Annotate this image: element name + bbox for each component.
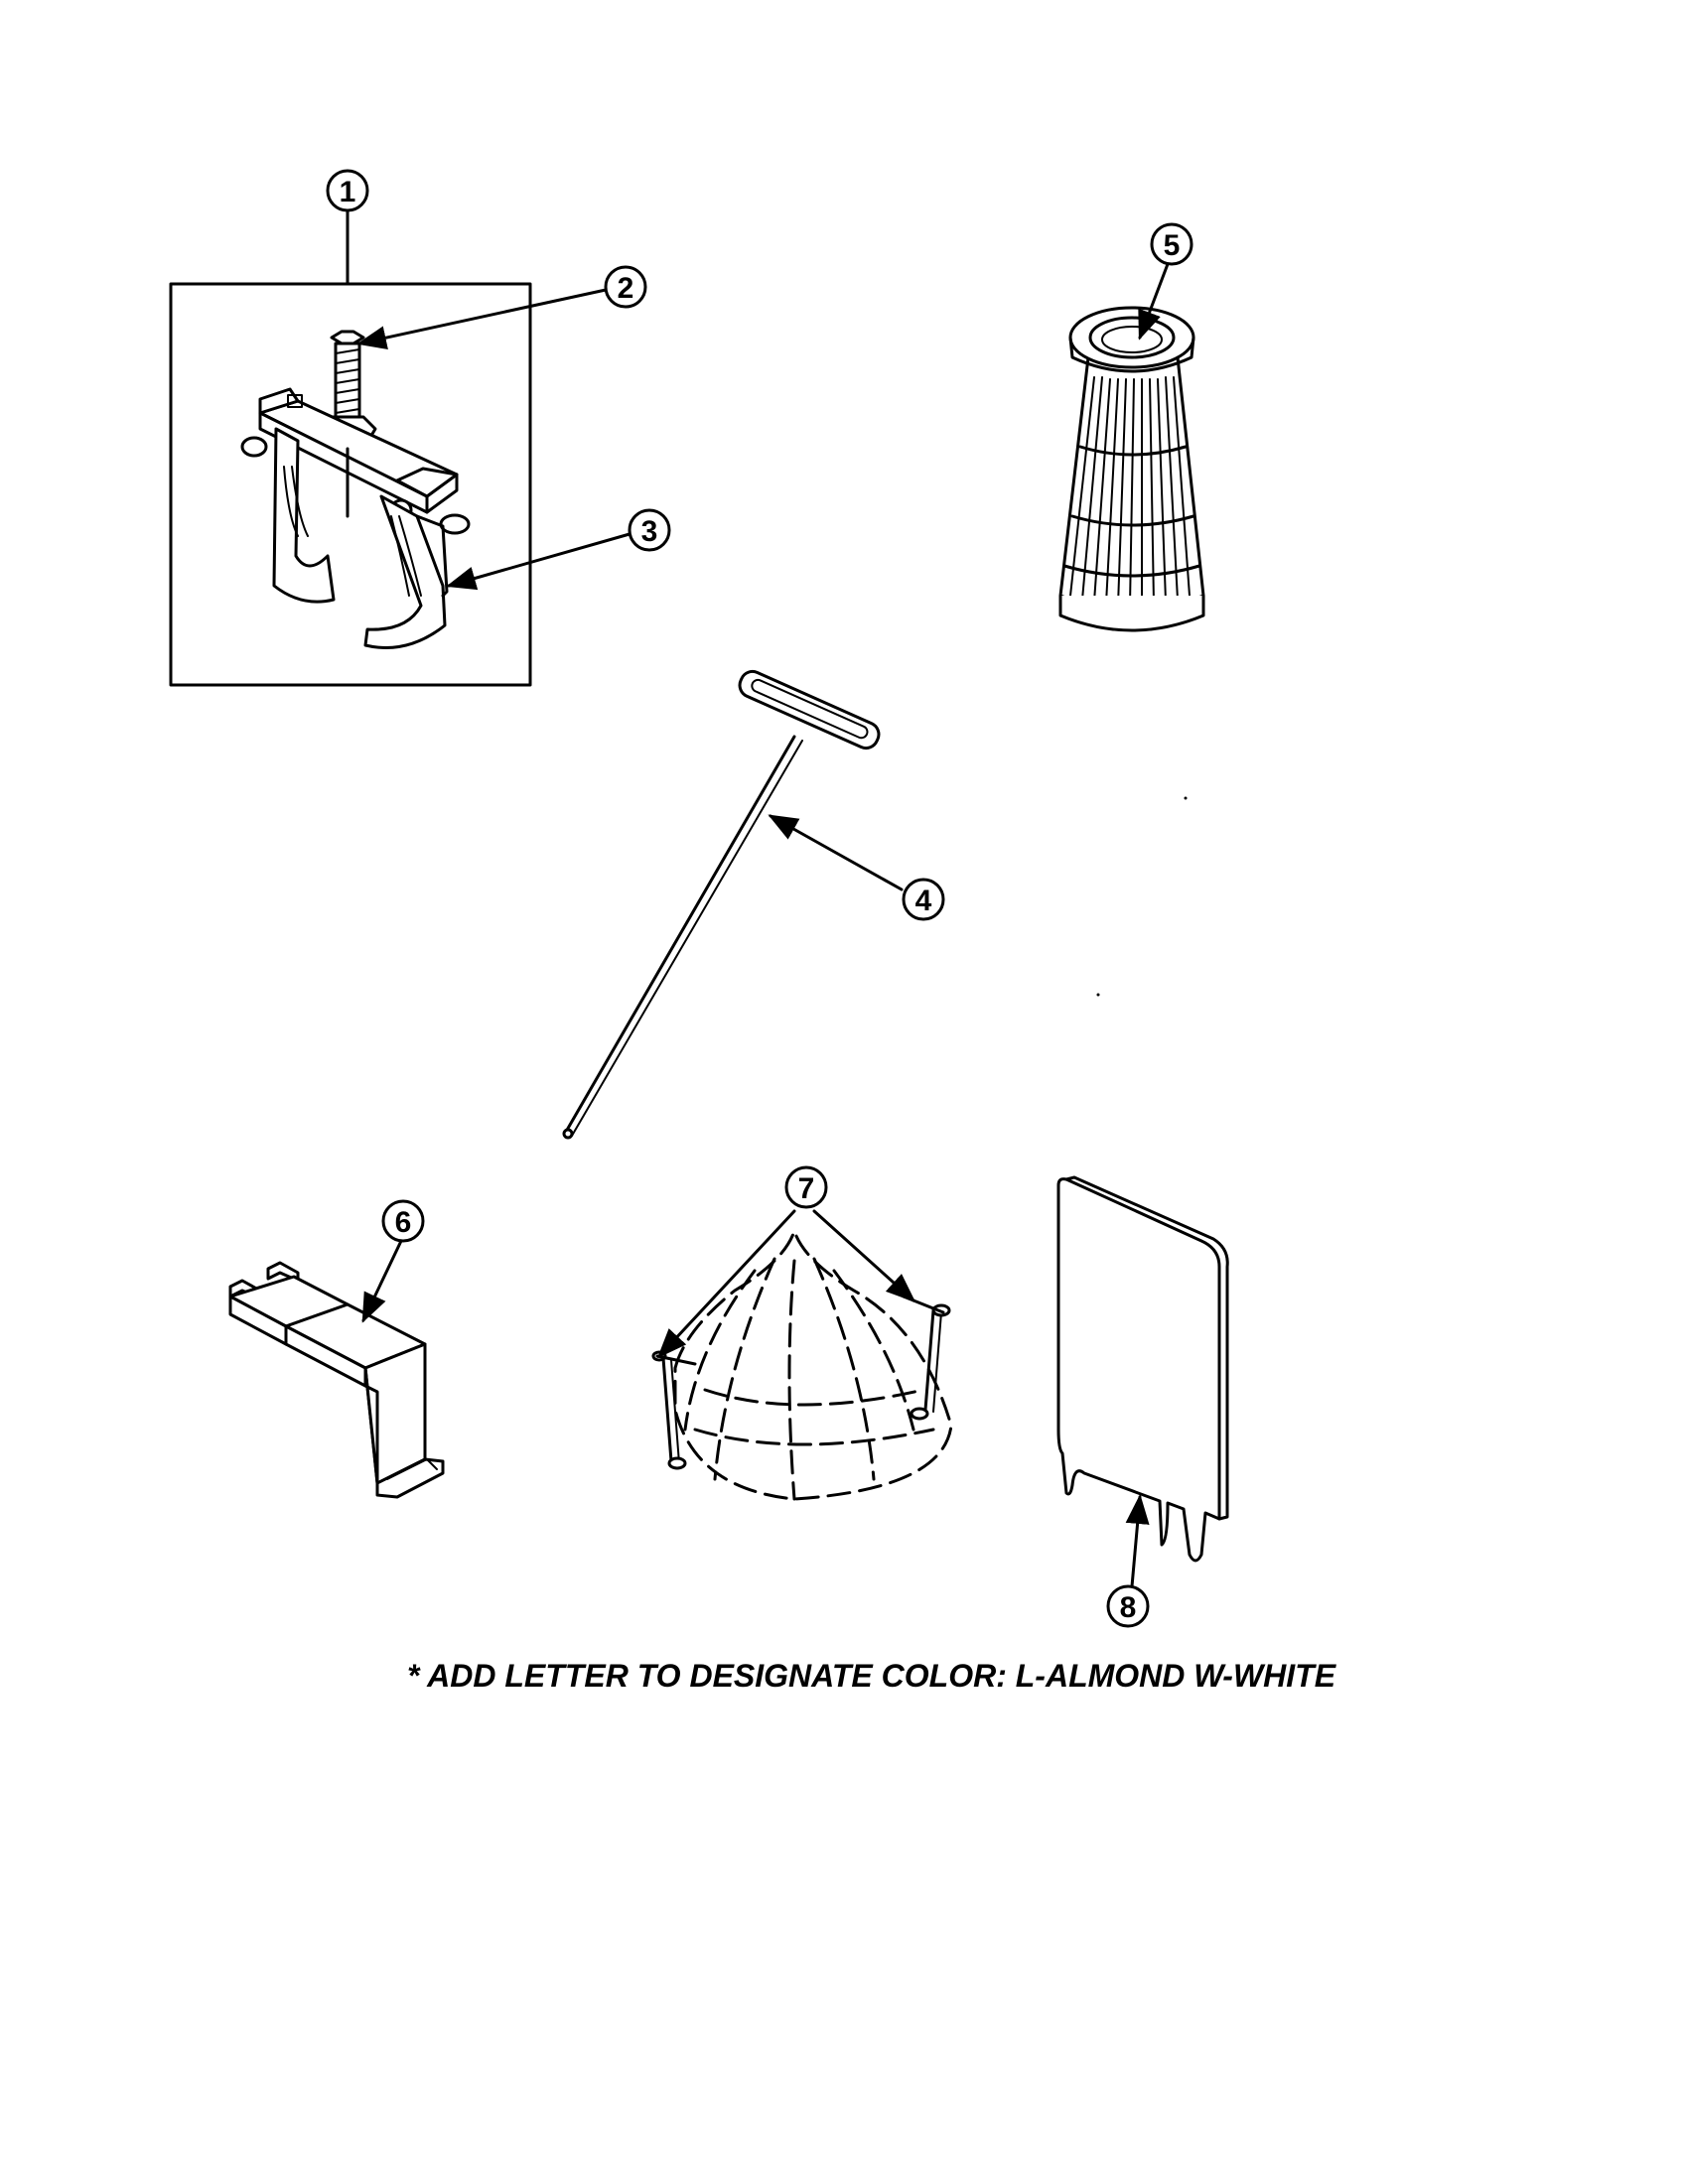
callout-2-label: 2 — [618, 272, 634, 305]
filter-cone-icon — [1058, 306, 1205, 632]
bracket-icon — [228, 1261, 445, 1499]
speck-dot — [1096, 993, 1100, 997]
panel-plate-icon — [1056, 1175, 1229, 1563]
callout-6: 6 — [361, 1199, 425, 1323]
agitator-fins-icon — [651, 1226, 953, 1501]
fin-clip-right-icon — [902, 1295, 951, 1421]
callout-1-label: 1 — [340, 176, 356, 208]
callout-5-label: 5 — [1164, 229, 1181, 262]
callout-4: 4 — [768, 814, 945, 921]
callout-6-label: 6 — [395, 1206, 412, 1239]
callout-2: 2 — [356, 265, 647, 349]
callout-8-label: 8 — [1120, 1591, 1137, 1624]
callout-4-label: 4 — [915, 885, 932, 917]
callout-8: 8 — [1106, 1494, 1150, 1628]
callout-5: 5 — [1138, 222, 1193, 341]
t-handle-wrench-icon — [562, 669, 881, 1140]
callout-1: 1 — [326, 169, 369, 212]
callout-7: 7 — [656, 1165, 916, 1359]
puller-kit-box-icon — [169, 208, 532, 687]
callout-3-label: 3 — [641, 515, 658, 548]
speck-dot — [1184, 796, 1188, 800]
callout-3: 3 — [446, 508, 671, 591]
puller-jaw-icon — [240, 387, 471, 649]
callout-7-label: 7 — [798, 1172, 815, 1205]
color-footnote: * ADD LETTER TO DESIGNATE COLOR: L-ALMON… — [407, 1658, 1336, 1694]
